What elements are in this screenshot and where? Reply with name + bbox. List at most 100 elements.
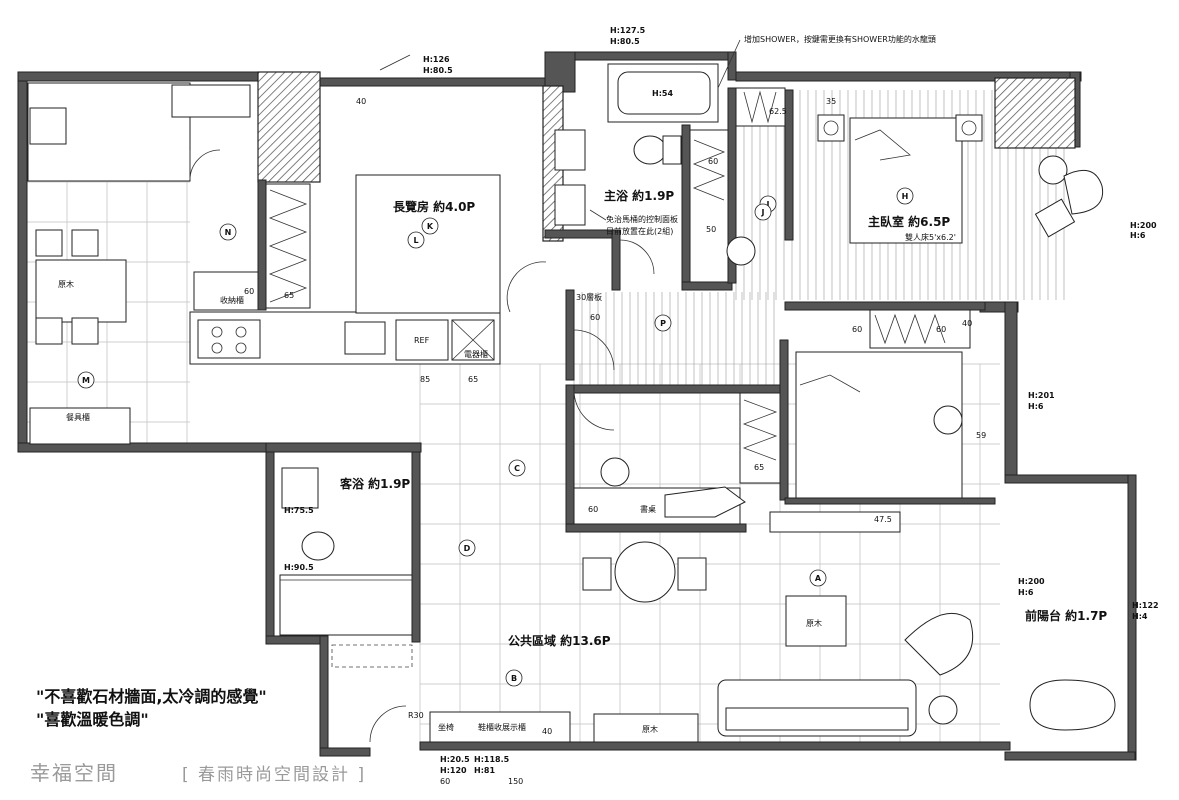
view-marker-l	[407, 231, 425, 249]
study-furniture	[355, 174, 501, 314]
dim-59: 59	[976, 431, 986, 440]
dim-65b: 65	[468, 375, 478, 384]
dim-h122: H:122	[1132, 601, 1159, 610]
dim-60g: 60	[440, 777, 450, 786]
kitchen-counter	[189, 311, 501, 365]
second-bedroom	[573, 351, 963, 533]
view-marker-label-d: D	[464, 544, 471, 553]
view-marker-label-b: B	[511, 674, 517, 683]
dim-h81: H:81	[474, 766, 495, 775]
view-marker-j	[754, 203, 772, 221]
view-marker-label-k: K	[427, 222, 434, 231]
label-wood-1: 原木	[58, 279, 74, 289]
room-label-guest-bath: 客浴 約1.9P	[339, 476, 410, 491]
structural-columns	[257, 71, 1076, 242]
note-line-2: "喜歡溫暖色調"	[36, 710, 149, 729]
kitchen-storage	[27, 82, 259, 445]
guest-bath-fixtures	[279, 467, 413, 636]
view-marker-b	[505, 669, 523, 687]
view-markers: A B C D H IJ KL M N P	[77, 187, 914, 687]
public-furniture	[331, 541, 1116, 743]
dim-h75-5: H:75.5	[284, 506, 314, 515]
watermark-sub: [ 春雨時尚空間設計 ]	[182, 765, 366, 785]
label-fridge: REF	[414, 336, 430, 345]
view-marker-d	[458, 539, 476, 557]
dim-35: 35	[826, 97, 836, 106]
label-display-cabinet: 鞋櫃收展示櫃	[478, 722, 526, 732]
room-label-master-bed: 主臥室 約6.5P	[868, 214, 950, 229]
dim-85: 85	[420, 375, 430, 384]
dim-60c: 60	[590, 313, 600, 322]
annotation-toilet-panel-2: 目前放置在此(2組)	[606, 226, 673, 236]
view-marker-h	[896, 187, 914, 205]
doors	[189, 54, 655, 743]
master-bed	[726, 114, 1104, 266]
dim-60d: 60	[852, 325, 862, 334]
dim-h200a: H:200	[1130, 221, 1157, 230]
room-label-front-balcony: 前陽台 約1.7P	[1025, 608, 1107, 623]
bed-size-label: 雙人床5'x6.2'	[905, 232, 956, 242]
dim-h127-5: H:127.5	[610, 26, 646, 35]
room-label-master-bath: 主浴 約1.9P	[604, 188, 674, 203]
dim-h54: H:54	[652, 89, 673, 98]
dim-60a: 60	[244, 287, 254, 296]
dim-h80-5b: H:80.5	[610, 37, 640, 46]
label-seat: 坐椅	[438, 722, 454, 732]
label-appliance: 電器櫃	[464, 349, 488, 359]
label-cabinet-dining: 餐具櫃	[66, 412, 90, 422]
label-cabinet-storage: 收納櫃	[220, 295, 244, 305]
dim-h6b: H:6	[1028, 402, 1044, 411]
view-marker-label-j: J	[761, 208, 765, 217]
dim-150: 150	[508, 777, 523, 786]
view-marker-m	[77, 371, 95, 389]
dim-h118-5: H:118.5	[474, 755, 510, 764]
view-marker-a	[809, 569, 827, 587]
label-wood-2: 原木	[806, 618, 822, 628]
label-desk: 書桌	[640, 504, 656, 514]
view-marker-p	[654, 314, 672, 332]
dim-h200b: H:200	[1018, 577, 1045, 586]
annotation-shower: 增加SHOWER，按鍵需更換有SHOWER功能的水龍頭	[744, 34, 936, 44]
dim-h126: H:126	[423, 55, 450, 64]
view-marker-label-i: I	[767, 200, 770, 209]
interior-walls	[257, 87, 996, 533]
wardrobes	[265, 87, 971, 484]
labels: 長覽房 約4.0P 主浴 約1.9P 主臥室 約6.5P 雙人床5'x6.2' …	[30, 26, 1159, 786]
view-marker-label-l: L	[413, 236, 418, 245]
dim-h20-5: H:20.5	[440, 755, 470, 764]
dim-40b: 40	[962, 319, 972, 328]
room-label-study: 長覽房 約4.0P	[393, 199, 475, 214]
dim-60f: 60	[588, 505, 598, 514]
master-bath-fixtures	[554, 63, 719, 226]
dim-65c: 65	[754, 463, 764, 472]
view-marker-label-c: C	[514, 464, 520, 473]
dim-h120: H:120	[440, 766, 467, 775]
view-marker-label-h: H	[902, 192, 909, 201]
view-marker-label-p: P	[660, 319, 666, 328]
dim-62-5: 62.5	[769, 107, 787, 116]
dining-set-left	[35, 229, 127, 345]
dim-h6c: H:6	[1018, 588, 1034, 597]
view-marker-label-a: A	[815, 574, 822, 583]
annotation-toilet-panel-1: 免治馬桶的控制面板	[606, 214, 678, 224]
watermark-brand: 幸福空間	[30, 761, 118, 785]
label-wood-3: 原木	[642, 724, 658, 734]
room-label-public-area: 公共區域 約13.6P	[508, 633, 611, 648]
dim-h4: H:4	[1132, 612, 1148, 621]
dim-40a: 40	[356, 97, 366, 106]
view-marker-c	[508, 459, 526, 477]
view-marker-k	[421, 217, 439, 235]
dim-60b: 60	[708, 157, 718, 166]
dim-60e: 60	[936, 325, 946, 334]
dim-65a: 65	[284, 291, 294, 300]
dim-h6a: H:6	[1130, 231, 1146, 240]
dim-h90-5: H:90.5	[284, 563, 314, 572]
dim-r30: R30	[408, 711, 424, 720]
dim-h201: H:201	[1028, 391, 1055, 400]
dim-h80-5: H:80.5	[423, 66, 453, 75]
label-shelf: 30層板	[576, 292, 602, 302]
view-marker-label-m: M	[82, 376, 90, 385]
view-marker-n	[219, 223, 237, 241]
dim-40c: 40	[542, 727, 552, 736]
view-marker-label-n: N	[225, 228, 232, 237]
